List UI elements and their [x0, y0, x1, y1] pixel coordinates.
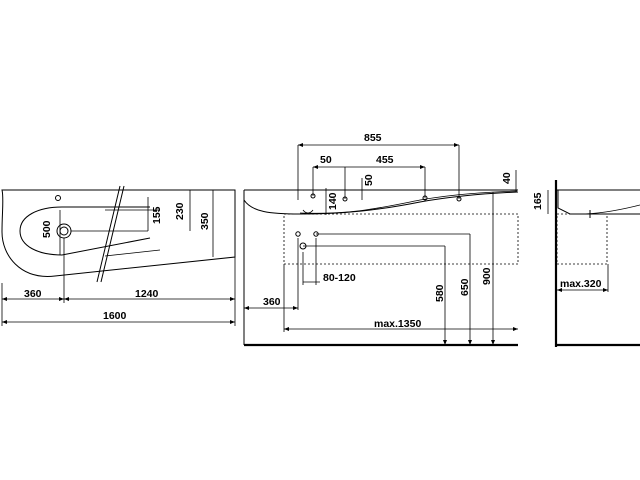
dim-front-140: 140: [327, 192, 339, 210]
dim-front-max1350: max.1350: [374, 318, 421, 330]
drain-outer: [56, 223, 72, 239]
front-view: 855 50 455 50 140 40 80-120 360 580 650 …: [243, 132, 519, 347]
dim-front-650: 650: [459, 278, 471, 296]
drain-inner: [59, 226, 69, 236]
dim-front-855: 855: [364, 132, 382, 144]
bowl-outline: [19, 206, 151, 256]
dimension-arrows: [2, 143, 608, 345]
dim-plan-350: 350: [199, 212, 211, 230]
plan-view: 500 155 230 350 360 1240 1600: [1, 185, 236, 326]
basin-front: [243, 190, 519, 215]
dim-front-50b: 50: [363, 174, 375, 186]
dim-plan-500: 500: [41, 220, 53, 238]
outlet-left: [295, 231, 301, 237]
side-basin: [557, 190, 640, 215]
dim-front-900: 900: [481, 267, 493, 285]
basin-front-inner: [299, 190, 518, 214]
dim-plan-230: 230: [174, 202, 186, 220]
dim-plan-155: 155: [151, 206, 163, 224]
basin-outline: [1, 189, 236, 277]
dim-front-455: 455: [376, 154, 394, 166]
dim-front-80-120: 80-120: [323, 272, 356, 284]
dim-front-580: 580: [434, 284, 446, 302]
tap-hole: [55, 195, 61, 201]
dim-plan-360: 360: [24, 288, 42, 300]
side-view: 165 max.320: [532, 180, 640, 347]
dim-side-165: 165: [532, 192, 544, 210]
dim-front-360: 360: [263, 296, 281, 308]
cabinet-outline: [283, 213, 519, 265]
dim-plan-1240: 1240: [135, 288, 159, 300]
dim-side-max320: max.320: [560, 278, 602, 290]
dim-front-40: 40: [501, 172, 513, 184]
dim-front-50: 50: [320, 154, 332, 166]
dim-plan-1600: 1600: [103, 310, 127, 322]
side-cabinet: [556, 213, 608, 265]
